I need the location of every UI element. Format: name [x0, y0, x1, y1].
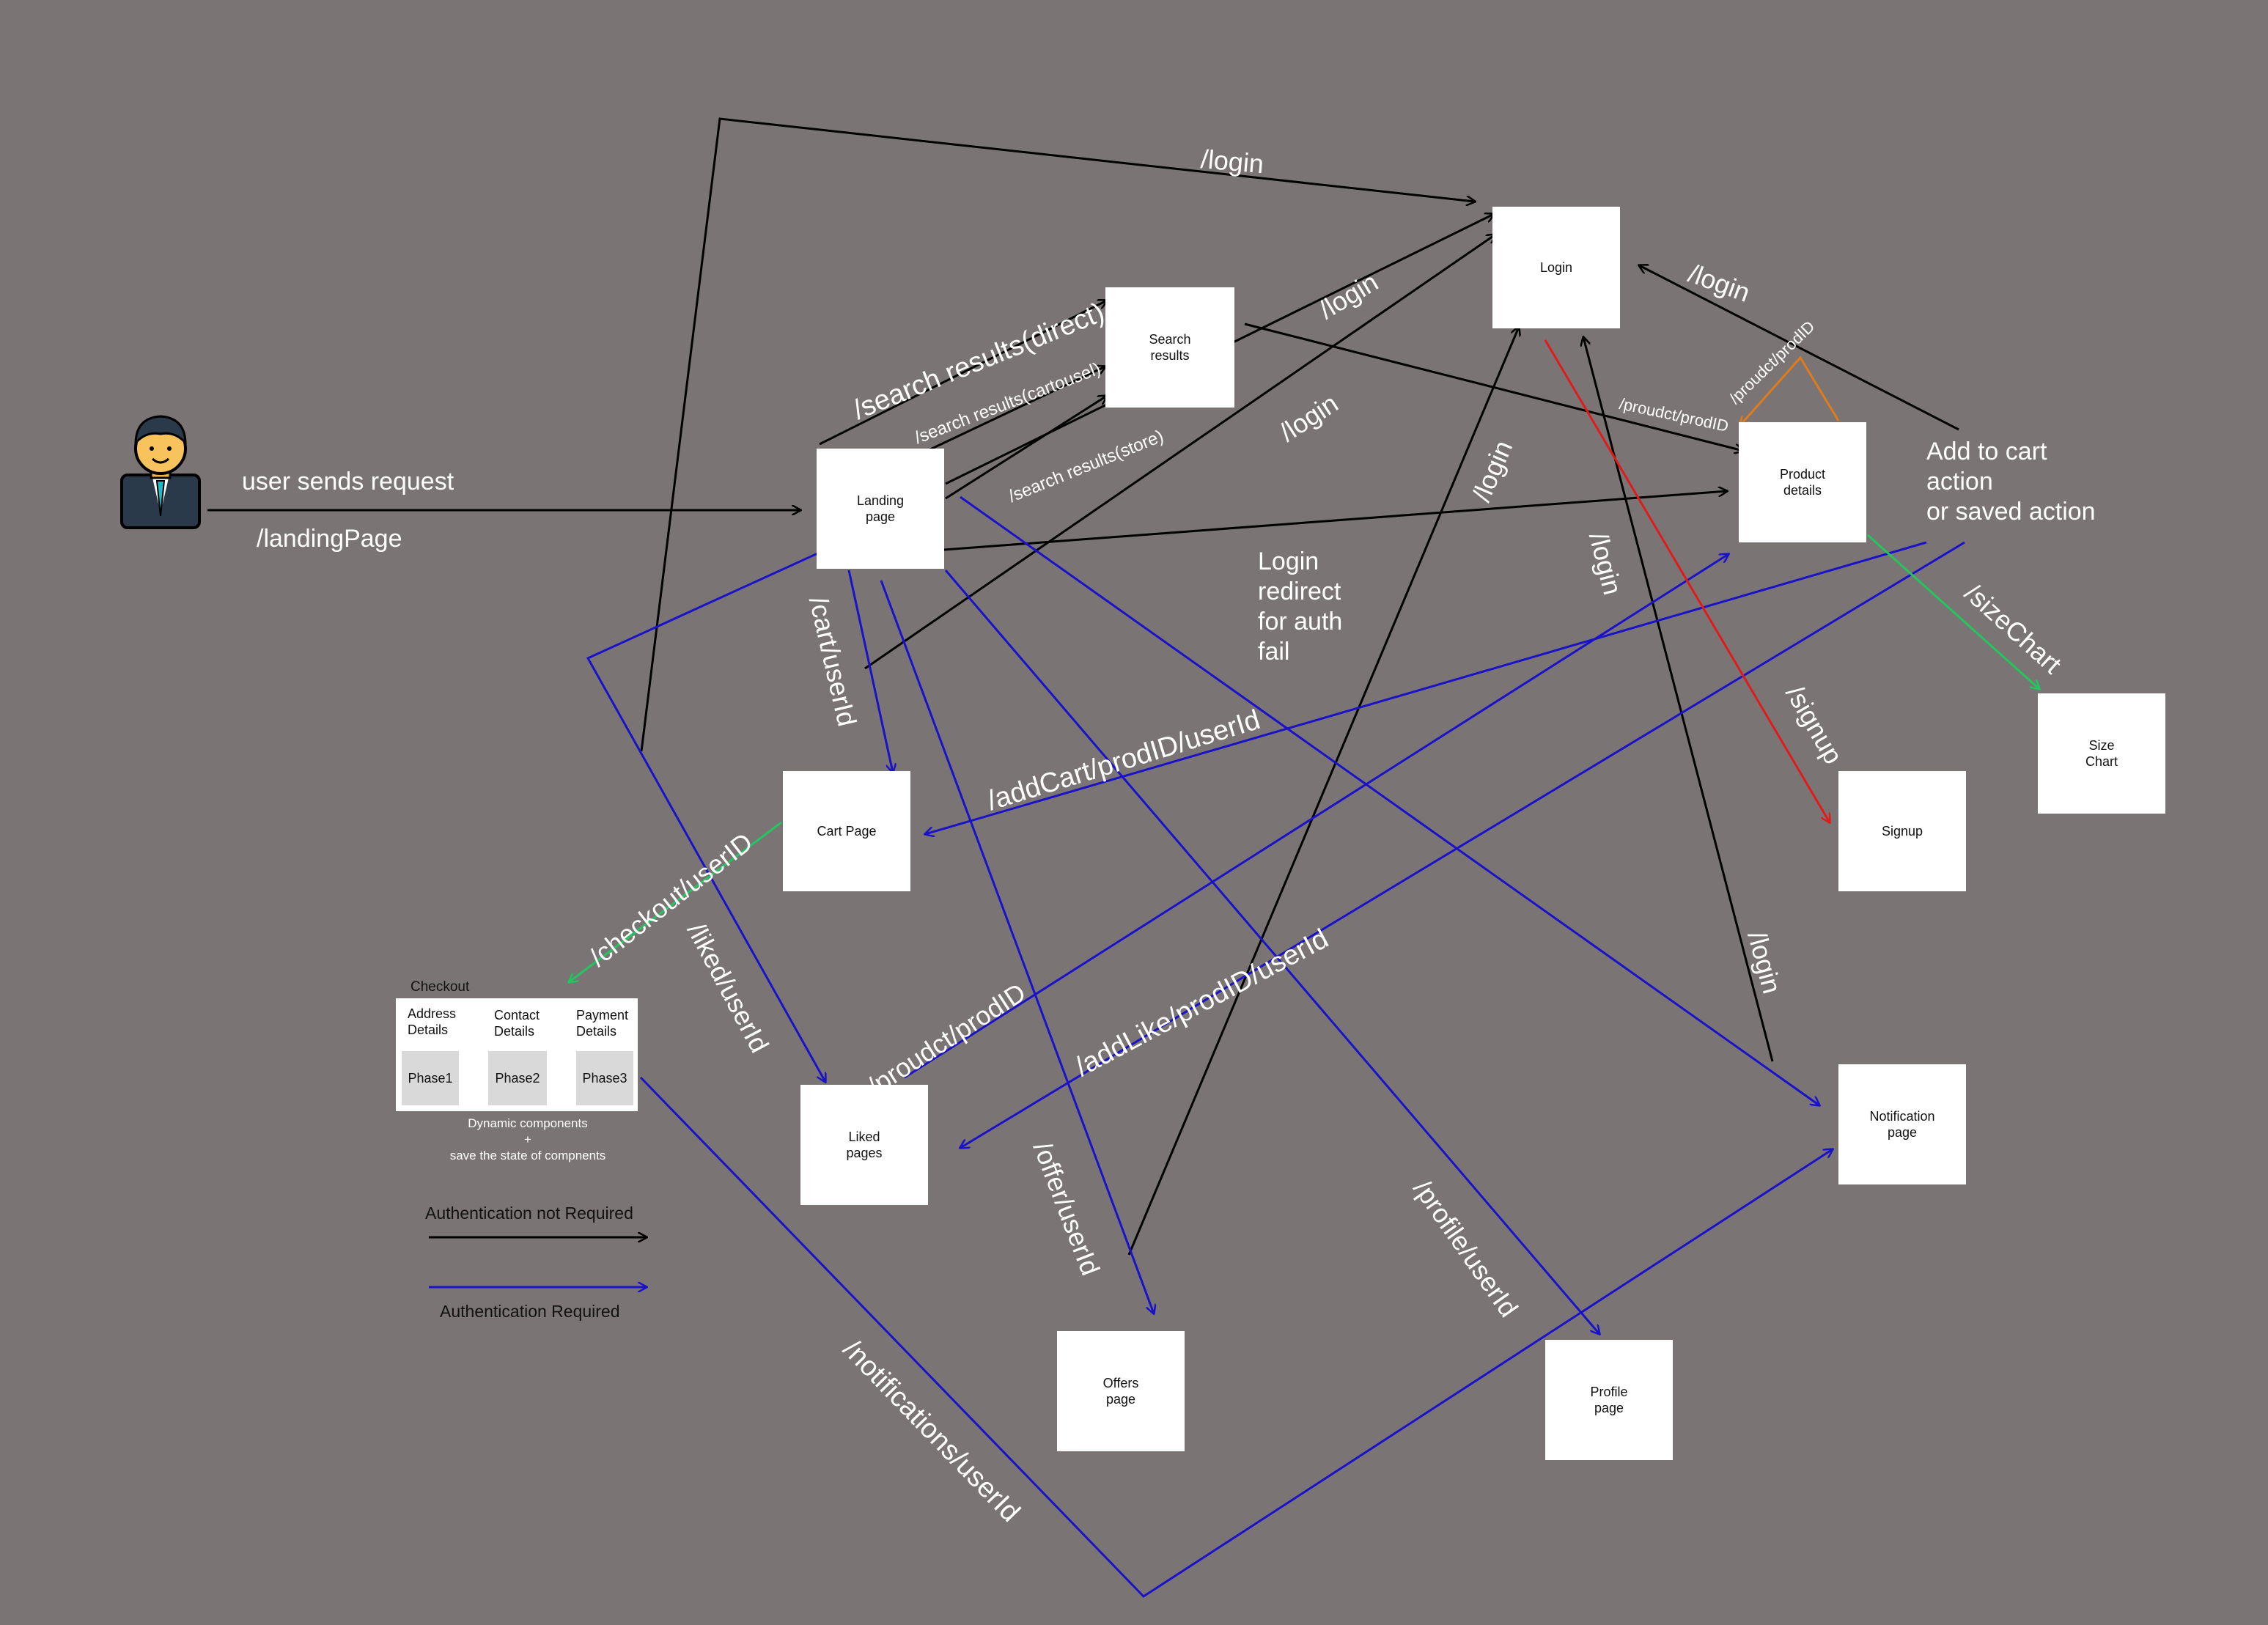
edge-landing-to-search-store	[945, 396, 1107, 500]
edge-top-to-login	[640, 117, 1475, 752]
edge-cart-to-login	[864, 235, 1495, 670]
user-request-label: user sends request	[242, 468, 454, 495]
node-search-results[interactable]: Search results	[1105, 287, 1234, 408]
node-liked-pages[interactable]: Liked pages	[800, 1085, 928, 1205]
note-add-to-cart: Add to cart action or saved action	[1926, 438, 2096, 526]
phase3-step[interactable]: Phase3	[576, 1051, 633, 1105]
phase2-step[interactable]: Phase2	[488, 1051, 547, 1105]
node-cart-page[interactable]: Cart Page	[783, 771, 910, 891]
edge-liked-to-product	[904, 554, 1728, 1079]
checkout-contact-label: Contact Details	[494, 1008, 540, 1039]
edge-product-to-cart	[925, 541, 1927, 834]
node-profile-page[interactable]: Profile page	[1545, 1340, 1673, 1460]
checkout-title: Checkout	[410, 979, 470, 995]
edge-product-to-sizechart	[1866, 534, 2039, 689]
edge-offers-to-login	[1127, 327, 1519, 1256]
node-landing-page[interactable]: Landing page	[817, 449, 944, 569]
node-offers-page[interactable]: Offers page	[1057, 1331, 1185, 1451]
note-login-redirect: Login redirect for auth fail	[1258, 548, 1343, 666]
legend-not-required-label: Authentication not Required	[425, 1204, 633, 1223]
node-notification-page[interactable]: Notification page	[1838, 1064, 1966, 1184]
edge-product-self	[1740, 355, 1840, 425]
edge-landing-to-search-direct	[819, 301, 1107, 446]
checkout-address-label: Address Details	[408, 1006, 457, 1037]
edge-landing-to-cart	[847, 570, 893, 773]
edge-landing-to-notification	[960, 495, 1819, 1105]
node-size-chart[interactable]: Size Chart	[2038, 693, 2165, 814]
checkout-caption: Dynamic components + save the state of c…	[449, 1116, 606, 1162]
edge-checkout-to-notification	[639, 1076, 1833, 1598]
node-product-details[interactable]: Product details	[1739, 422, 1866, 542]
landing-route-label: /landingPage	[257, 525, 402, 553]
legend-required-label: Authentication Required	[440, 1302, 620, 1321]
edge-login-to-signup	[1544, 339, 1830, 822]
checkout-payment-label: Payment Details	[576, 1008, 629, 1039]
edge-landing-to-profile	[944, 570, 1599, 1334]
edge-cart-to-checkout	[569, 821, 782, 982]
edge-landing-to-product	[943, 491, 1727, 551]
label-login-top: /login	[1199, 144, 1265, 180]
node-signup[interactable]: Signup	[1838, 771, 1966, 891]
node-login[interactable]: Login	[1492, 207, 1620, 328]
edge-product-to-login	[1639, 265, 1959, 431]
phase1-step[interactable]: Phase1	[402, 1051, 459, 1105]
edge-landing-to-liked	[586, 550, 825, 1082]
businessman-icon	[120, 415, 201, 529]
edge-landing-to-offers	[880, 580, 1154, 1313]
edge-product-to-liked	[960, 541, 1965, 1148]
